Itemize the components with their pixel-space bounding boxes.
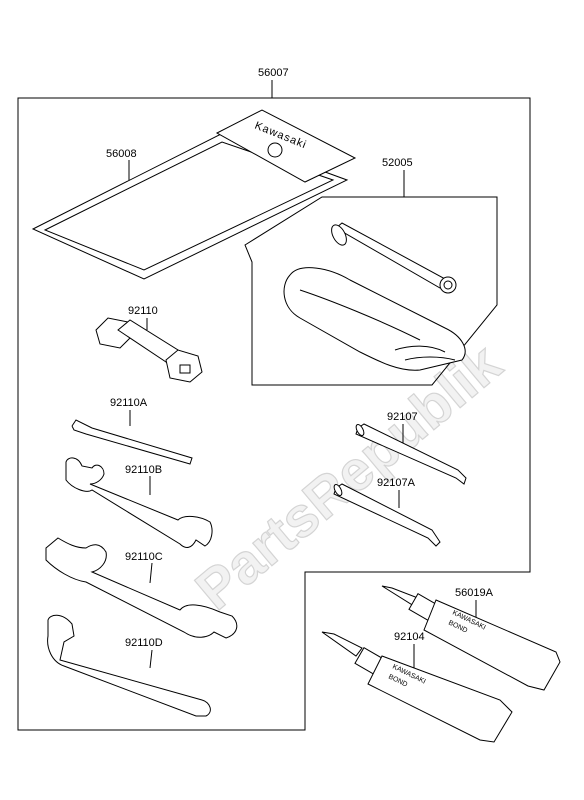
label-92110C: 92110C bbox=[125, 551, 163, 563]
label-92110B: 92110B bbox=[125, 464, 162, 476]
open-wrench-92110C bbox=[45, 537, 238, 639]
label-92110: 92110 bbox=[128, 305, 158, 317]
label-56007: 56007 bbox=[258, 67, 289, 79]
screwdriver-92107A bbox=[333, 483, 441, 547]
leader-92110C bbox=[149, 562, 153, 584]
open-wrench-92110B bbox=[65, 457, 213, 548]
tool-bag-frame bbox=[244, 196, 498, 386]
label-56019A: 56019A bbox=[455, 587, 494, 599]
box-wrench-92110 bbox=[95, 317, 203, 383]
label-92107A: 92107A bbox=[377, 477, 416, 489]
label-92104: 92104 bbox=[394, 631, 425, 643]
snap-button bbox=[267, 142, 283, 158]
leader-92110D bbox=[149, 649, 153, 669]
tool-bag-56008: Kawasaki bbox=[31, 109, 357, 280]
label-56008: 56008 bbox=[106, 148, 137, 160]
tool-case-52005 bbox=[283, 222, 466, 371]
bond-tube-92104: KAWASAKI BOND bbox=[321, 631, 513, 743]
label-92107: 92107 bbox=[387, 411, 418, 423]
hex-key-92110A bbox=[71, 419, 193, 465]
hook-spanner-92110D bbox=[47, 614, 211, 717]
label-52005: 52005 bbox=[382, 157, 413, 169]
label-92110A: 92110A bbox=[110, 397, 148, 409]
screwdriver-92107 bbox=[355, 423, 467, 485]
label-92110D: 92110D bbox=[125, 637, 163, 649]
tool-kit-frame bbox=[17, 97, 531, 731]
